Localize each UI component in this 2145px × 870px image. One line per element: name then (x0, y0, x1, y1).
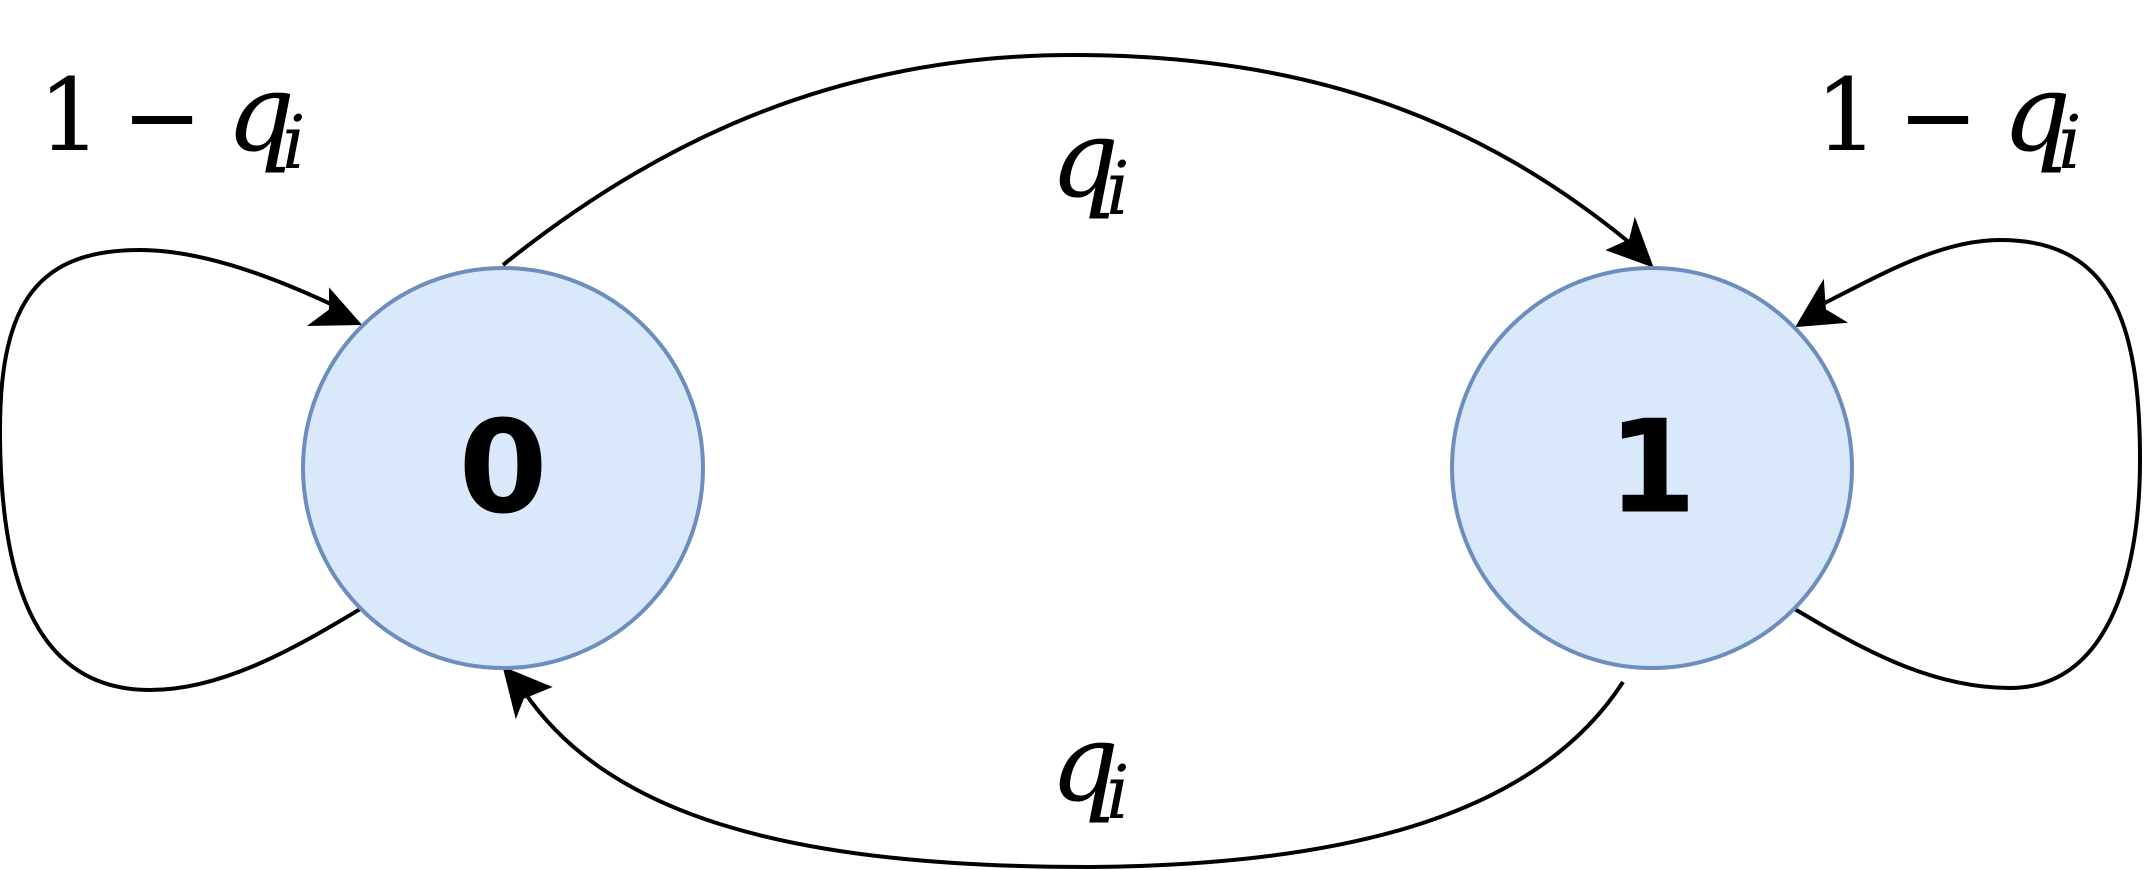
edge-1-to-0 (521, 680, 1625, 870)
label-one: 1 (1815, 57, 1879, 174)
label-q: q (2002, 51, 2071, 176)
state-circle-0 (301, 266, 705, 670)
label-minus: − (1898, 61, 1978, 173)
transition-label-1-to-0: q i (1050, 701, 1130, 836)
label-subscript-i: i (1106, 146, 1130, 232)
label-one: 1 (38, 57, 102, 174)
label-q: q (1050, 701, 1119, 826)
arrowhead-1-to-0 (502, 666, 553, 720)
arrowhead-self-loop-1 (1795, 278, 1849, 328)
transition-label-0-to-1: q i (1050, 97, 1130, 232)
self-loop-edge-state-0 (0, 247, 364, 693)
label-minus: − (122, 61, 202, 173)
label-q: q (1050, 97, 1119, 222)
label-q: q (226, 51, 295, 176)
label-subscript-i: i (2058, 100, 2082, 186)
arrowhead-0-to-1 (1605, 216, 1654, 268)
arrowhead-self-loop-0 (306, 287, 363, 327)
state-label-1: 1 (1607, 394, 1696, 543)
state-label-0: 0 (458, 394, 547, 543)
state-circle-1 (1450, 266, 1854, 670)
self-loop-edge-state-1 (1791, 237, 2143, 691)
transition-label-self-loop-0: 1 − q i (38, 51, 306, 186)
transition-label-self-loop-1: 1 − q i (1815, 51, 2082, 186)
edge-0-to-1 (501, 52, 1632, 267)
label-subscript-i: i (1106, 750, 1130, 836)
state-node-0[interactable]: 0 (301, 266, 705, 670)
label-subscript-i: i (282, 100, 306, 186)
state-node-1[interactable]: 1 (1450, 266, 1854, 670)
